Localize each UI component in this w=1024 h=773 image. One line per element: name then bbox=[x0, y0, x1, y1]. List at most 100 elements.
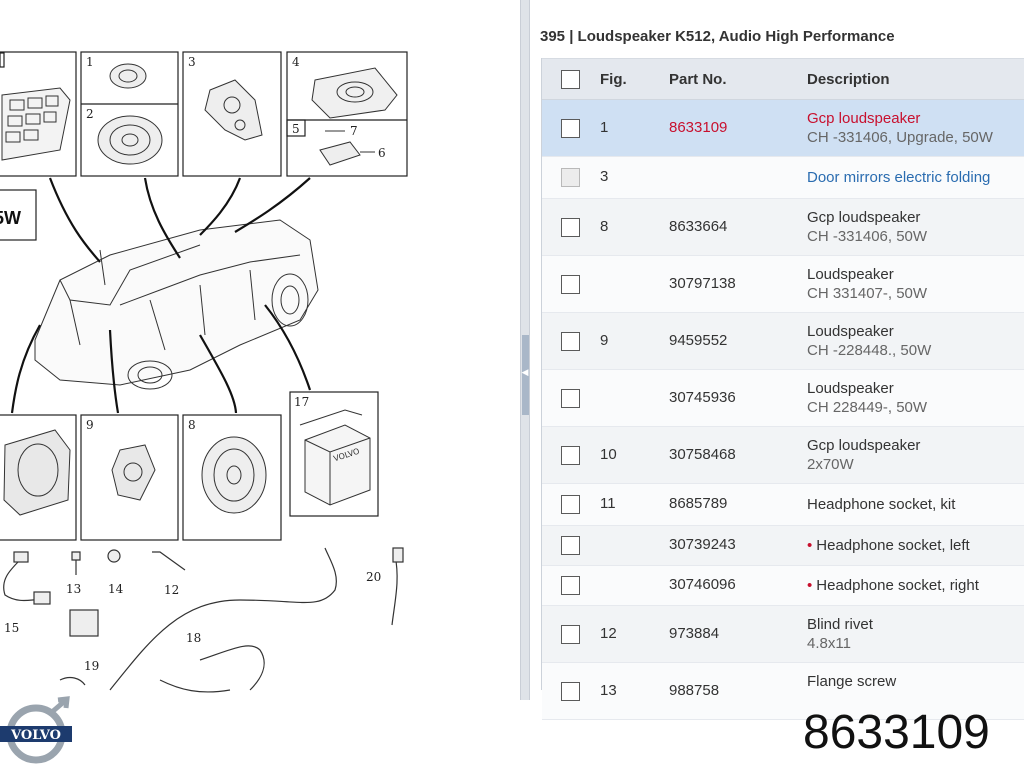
row-part-no[interactable]: 8685789 bbox=[669, 495, 728, 512]
row-part-no[interactable]: 30797138 bbox=[669, 275, 736, 292]
row-description: Loudspeaker CH -228448., 50W bbox=[807, 322, 931, 360]
fig-label-8: 8 bbox=[188, 418, 196, 432]
fig-label-4: 4 bbox=[292, 55, 300, 69]
select-all-checkbox[interactable] bbox=[561, 70, 580, 89]
row-desc-main: Loudspeaker bbox=[807, 323, 894, 340]
table-row[interactable]: 30745936 Loudspeaker CH 228449-, 50W bbox=[542, 370, 1024, 427]
table-row[interactable]: 30739243 •Headphone socket, left bbox=[542, 526, 1024, 566]
header-description: Description bbox=[807, 71, 890, 88]
fig-label-5: 5 bbox=[292, 122, 300, 136]
volvo-logo: VOLVO bbox=[0, 694, 80, 773]
panel-box-3 bbox=[182, 51, 282, 177]
panel-box-17 bbox=[289, 391, 379, 517]
fig-label-6: 6 bbox=[378, 146, 386, 160]
fig-label-1: 1 bbox=[86, 55, 94, 69]
table-row[interactable]: 30746096 •Headphone socket, right bbox=[542, 566, 1024, 606]
row-desc-sub: 4.8x11 bbox=[807, 635, 851, 652]
row-checkbox[interactable] bbox=[561, 389, 580, 408]
splitter-grip[interactable] bbox=[522, 335, 529, 415]
row-description: Gcp loudspeaker CH -331406, 50W bbox=[807, 208, 927, 246]
row-checkbox[interactable] bbox=[561, 218, 580, 237]
row-desc-main: Gcp loudspeaker bbox=[807, 110, 921, 127]
row-fig: 10 bbox=[600, 446, 617, 463]
fig-label-13: 13 bbox=[66, 582, 81, 596]
exploded-parts-diagram: VOLVO 1 2 3 4 bbox=[0, 0, 520, 700]
row-description: Headphone socket, kit bbox=[807, 496, 956, 513]
fig-label-15: 15 bbox=[4, 621, 19, 635]
parts-table: Fig. Part No. Description 1 8633109 Gcp … bbox=[541, 58, 1024, 720]
panel-box-1-2 bbox=[80, 51, 179, 177]
row-part-no[interactable]: 988758 bbox=[669, 682, 720, 699]
row-fig: 1 bbox=[600, 119, 609, 136]
row-fig: 11 bbox=[600, 495, 616, 512]
row-desc-main: Headphone socket, left bbox=[816, 537, 970, 554]
row-checkbox[interactable] bbox=[561, 495, 580, 514]
row-part-no[interactable]: 9459552 bbox=[669, 332, 728, 349]
table-row-selected[interactable]: 1 8633109 Gcp loudspeaker CH -331406, Up… bbox=[542, 100, 1024, 157]
row-checkbox[interactable] bbox=[561, 625, 580, 644]
row-part-no[interactable]: 30758468 bbox=[669, 446, 736, 463]
row-fig: 8 bbox=[600, 218, 609, 235]
fig-label-7: 7 bbox=[350, 124, 358, 138]
table-row[interactable]: 3 Door mirrors electric folding bbox=[542, 157, 1024, 199]
row-checkbox[interactable] bbox=[561, 275, 580, 294]
bullet-icon: • bbox=[807, 537, 813, 554]
row-part-no[interactable]: 973884 bbox=[669, 625, 720, 642]
header-part-no: Part No. bbox=[669, 71, 727, 88]
row-desc-sub: CH 331407-, 50W bbox=[807, 285, 928, 302]
fig-label-2: 2 bbox=[86, 107, 94, 121]
panel-box-8 bbox=[182, 414, 282, 541]
row-checkbox[interactable] bbox=[561, 446, 580, 465]
table-row[interactable]: 30797138 Loudspeaker CH 331407-, 50W bbox=[542, 256, 1024, 313]
row-desc-main: Headphone socket, right bbox=[816, 577, 979, 594]
row-part-no[interactable]: 8633664 bbox=[669, 218, 728, 235]
panel-box-10 bbox=[0, 414, 77, 541]
wattage-badge: 5W bbox=[0, 208, 21, 228]
badge-box bbox=[0, 189, 37, 241]
table-row[interactable]: 8 8633664 Gcp loudspeaker CH -331406, 50… bbox=[542, 199, 1024, 256]
row-desc-sub: CH 228449-, 50W bbox=[807, 399, 928, 416]
row-checkbox[interactable] bbox=[561, 332, 580, 351]
table-row[interactable]: 13 988758 Flange screw bbox=[542, 663, 1024, 720]
fig-label-18: 18 bbox=[186, 631, 201, 645]
panel-splitter[interactable]: ◀ bbox=[520, 0, 530, 700]
volvo-emblem-icon: VOLVO bbox=[0, 696, 72, 764]
row-checkbox-disabled bbox=[561, 168, 580, 187]
row-part-no[interactable]: 30745936 bbox=[669, 389, 736, 406]
row-fig: 13 bbox=[600, 682, 617, 699]
row-checkbox[interactable] bbox=[561, 536, 580, 555]
row-part-no[interactable]: 30746096 bbox=[669, 576, 736, 593]
bullet-icon: • bbox=[807, 577, 813, 594]
row-fig: 12 bbox=[600, 625, 617, 642]
fig-label-19: 19 bbox=[84, 659, 99, 673]
row-desc-sub: CH -228448., 50W bbox=[807, 342, 932, 359]
panel-box-switch bbox=[0, 51, 77, 177]
row-desc-sub: 2x70W bbox=[807, 456, 854, 473]
row-checkbox[interactable] bbox=[561, 576, 580, 595]
parts-list-panel: 395 | Loudspeaker K512, Audio High Perfo… bbox=[530, 0, 1024, 720]
row-desc-sub: CH -331406, Upgrade, 50W bbox=[807, 129, 993, 146]
table-row[interactable]: 10 30758468 Gcp loudspeaker 2x70W bbox=[542, 427, 1024, 484]
panel-title: 395 | Loudspeaker K512, Audio High Perfo… bbox=[540, 28, 895, 45]
diagram-drawing: VOLVO 1 2 3 4 bbox=[0, 51, 408, 693]
row-fig: 9 bbox=[600, 332, 609, 349]
row-description-link[interactable]: Door mirrors electric folding bbox=[807, 169, 991, 186]
row-description: Loudspeaker CH 331407-, 50W bbox=[807, 265, 927, 303]
table-header: Fig. Part No. Description bbox=[542, 58, 1024, 100]
row-part-no[interactable]: 8633109 bbox=[669, 119, 728, 136]
panel-box-4-5 bbox=[286, 51, 408, 177]
row-checkbox[interactable] bbox=[561, 682, 580, 701]
fig-label-12: 12 bbox=[164, 583, 179, 597]
table-row[interactable]: 12 973884 Blind rivet 4.8x11 bbox=[542, 606, 1024, 663]
row-desc-main: Loudspeaker bbox=[807, 266, 894, 283]
fig-label-9: 9 bbox=[86, 418, 94, 432]
table-row[interactable]: 11 8685789 Headphone socket, kit bbox=[542, 484, 1024, 526]
row-description: Loudspeaker CH 228449-, 50W bbox=[807, 379, 927, 417]
table-row[interactable]: 9 9459552 Loudspeaker CH -228448., 50W bbox=[542, 313, 1024, 370]
row-part-no[interactable]: 30739243 bbox=[669, 536, 736, 553]
logo-text: VOLVO bbox=[10, 728, 61, 743]
fig-label-14: 14 bbox=[108, 582, 124, 596]
collapse-arrow-icon[interactable]: ◀ bbox=[521, 367, 529, 377]
row-desc-main: Loudspeaker bbox=[807, 380, 894, 397]
row-checkbox[interactable] bbox=[561, 119, 580, 138]
